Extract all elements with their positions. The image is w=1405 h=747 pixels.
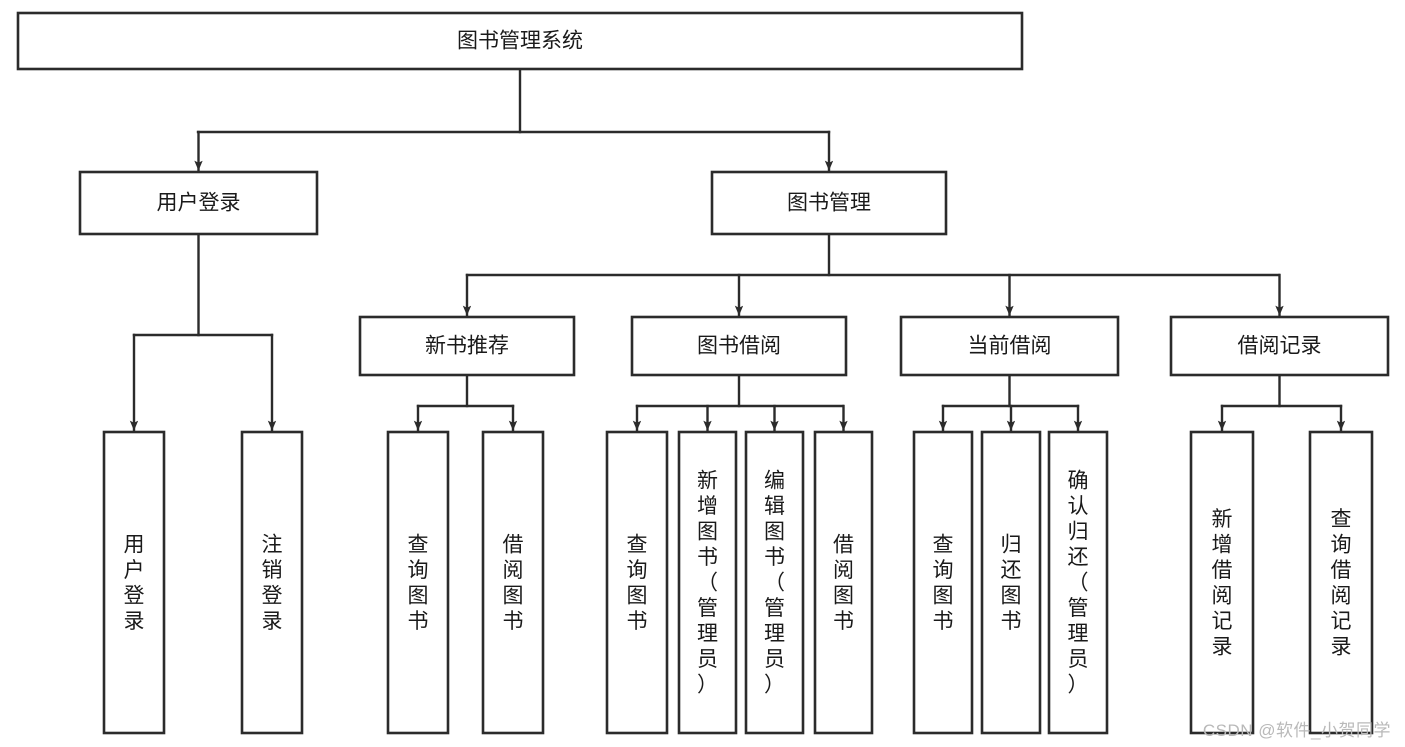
node-box-leaf-query-book-3 <box>912 430 974 735</box>
node-label-book-borrow: 图书借阅 <box>697 335 781 358</box>
node-label-leaf-user-login: 用户登录 <box>124 533 145 633</box>
node-box-root <box>16 11 1024 71</box>
node-leaf-confirm-return-admin[interactable]: 确认归还（管理员） <box>1047 430 1109 735</box>
node-root[interactable]: 图书管理系统 <box>16 11 1024 71</box>
node-leaf-add-borrow-record[interactable]: 新增借阅记录 <box>1189 430 1255 735</box>
node-label-root: 图书管理系统 <box>457 30 583 53</box>
edge-group-book-manage <box>465 232 1281 277</box>
node-label-leaf-query-book-1: 查询图书 <box>408 533 429 633</box>
node-box-leaf-add-borrow-record <box>1189 430 1255 735</box>
edge-group-book-borrow <box>635 373 845 408</box>
node-leaf-edit-book-admin[interactable]: 编辑图书（管理员） <box>744 430 805 735</box>
node-box-leaf-query-borrow-record <box>1308 430 1374 735</box>
node-leaf-borrow-book-1[interactable]: 借阅图书 <box>481 430 545 735</box>
node-label-new-book-rec: 新书推荐 <box>425 335 509 358</box>
node-label-leaf-confirm-return-admin: 确认归还（管理员） <box>1068 470 1089 697</box>
node-label-leaf-borrow-book-2: 借阅图书 <box>833 533 854 633</box>
node-label-current-borrow: 当前借阅 <box>968 335 1052 358</box>
nodes-layer: 图书管理系统用户登录图书管理新书推荐图书借阅当前借阅借阅记录用户登录注销登录查询… <box>16 11 1390 735</box>
node-label-leaf-query-book-3: 查询图书 <box>933 533 954 633</box>
node-label-leaf-user-logout: 注销登录 <box>262 533 283 633</box>
node-leaf-borrow-book-2[interactable]: 借阅图书 <box>813 430 874 735</box>
edge-group-new-book-rec <box>416 373 515 408</box>
node-leaf-return-book[interactable]: 归还图书 <box>980 430 1042 735</box>
node-box-new-book-rec <box>358 315 576 377</box>
node-box-borrow-record <box>1169 315 1390 377</box>
node-box-leaf-query-book-2 <box>605 430 669 735</box>
node-box-leaf-edit-book-admin <box>744 430 805 735</box>
node-box-book-manage <box>710 170 948 236</box>
csdn-watermark: CSDN @软件_小贺同学 <box>1202 721 1391 740</box>
node-book-manage[interactable]: 图书管理 <box>710 170 948 236</box>
node-box-leaf-query-book-1 <box>386 430 450 735</box>
node-label-user-login: 用户登录 <box>157 192 241 215</box>
node-current-borrow[interactable]: 当前借阅 <box>899 315 1120 377</box>
node-leaf-query-borrow-record[interactable]: 查询借阅记录 <box>1308 430 1374 735</box>
node-label-leaf-return-book: 归还图书 <box>1001 533 1022 633</box>
node-label-book-manage: 图书管理 <box>787 192 871 215</box>
node-box-leaf-borrow-book-1 <box>481 430 545 735</box>
node-new-book-rec[interactable]: 新书推荐 <box>358 315 576 377</box>
node-box-leaf-add-book-admin <box>677 430 738 735</box>
node-label-leaf-edit-book-admin: 编辑图书（管理员） <box>764 470 785 697</box>
edge-group-user-login <box>132 232 274 337</box>
node-box-leaf-borrow-book-2 <box>813 430 874 735</box>
node-label-leaf-add-borrow-record: 新增借阅记录 <box>1212 508 1233 659</box>
node-box-leaf-confirm-return-admin <box>1047 430 1109 735</box>
node-label-leaf-query-book-2: 查询图书 <box>627 533 648 633</box>
edges-layer <box>129 67 1346 432</box>
node-book-borrow[interactable]: 图书借阅 <box>630 315 848 377</box>
node-leaf-user-login[interactable]: 用户登录 <box>102 430 166 735</box>
node-label-leaf-add-book-admin: 新增图书（管理员） <box>697 470 718 697</box>
node-box-leaf-user-logout <box>240 430 304 735</box>
node-label-leaf-query-borrow-record: 查询借阅记录 <box>1331 508 1352 659</box>
node-user-login[interactable]: 用户登录 <box>78 170 319 236</box>
node-label-borrow-record: 借阅记录 <box>1238 335 1322 358</box>
node-leaf-query-book-2[interactable]: 查询图书 <box>605 430 669 735</box>
edge-group-root <box>196 67 831 134</box>
node-box-book-borrow <box>630 315 848 377</box>
node-leaf-add-book-admin[interactable]: 新增图书（管理员） <box>677 430 738 735</box>
edge-group-borrow-record <box>1220 373 1343 408</box>
edge-group-current-borrow <box>941 373 1080 408</box>
node-leaf-query-book-3[interactable]: 查询图书 <box>912 430 974 735</box>
node-leaf-user-logout[interactable]: 注销登录 <box>240 430 304 735</box>
node-box-user-login <box>78 170 319 236</box>
node-leaf-query-book-1[interactable]: 查询图书 <box>386 430 450 735</box>
node-borrow-record[interactable]: 借阅记录 <box>1169 315 1390 377</box>
node-box-leaf-return-book <box>980 430 1042 735</box>
node-box-current-borrow <box>899 315 1120 377</box>
node-box-leaf-user-login <box>102 430 166 735</box>
node-label-leaf-borrow-book-1: 借阅图书 <box>503 533 524 633</box>
